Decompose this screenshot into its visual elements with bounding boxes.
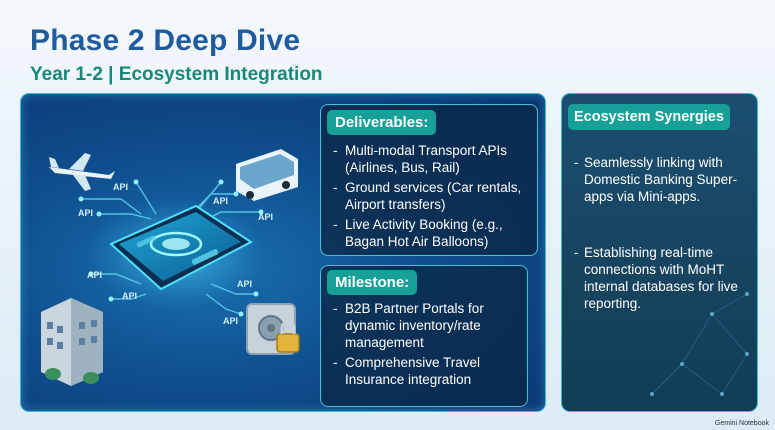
- page-title: Phase 2 Deep Dive: [30, 24, 301, 57]
- list-item: B2B Partner Portals for dynamic inventor…: [333, 300, 523, 351]
- api-label: API: [78, 208, 94, 218]
- list-item: Ground services (Car rentals, Airport tr…: [333, 179, 533, 213]
- synergies-panel: Ecosystem Synergies Seamlessly linking w…: [561, 93, 758, 412]
- list-item: Live Activity Booking (e.g., Bagan Hot A…: [333, 216, 533, 250]
- synergy-item: Seamlessly linking with Domestic Banking…: [574, 154, 757, 205]
- api-label: API: [258, 212, 274, 222]
- deliverables-card: Deliverables: Multi-modal Transport APIs…: [320, 104, 538, 256]
- smartphone-icon: [109, 204, 253, 291]
- api-illustration: [41, 149, 300, 386]
- milestone-heading: Milestone:: [327, 270, 418, 295]
- vault-lock-icon: [246, 303, 300, 355]
- bus-icon: [236, 149, 298, 201]
- watermark: Gemini Notebook: [714, 420, 769, 427]
- page-subtitle: Year 1-2 | Ecosystem Integration: [30, 64, 323, 85]
- list-item: Comprehensive Travel Insurance integrati…: [333, 354, 523, 388]
- main-panel: API API API API API API API API Delivera…: [20, 93, 546, 412]
- api-label: API: [87, 270, 103, 280]
- airplane-icon: [49, 153, 115, 191]
- list-item: Multi-modal Transport APIs (Airlines, Bu…: [333, 142, 533, 176]
- deliverables-list: Multi-modal Transport APIs (Airlines, Bu…: [333, 142, 533, 253]
- synergy-item: Establishing real-time connections with …: [574, 244, 757, 312]
- milestone-card: Milestone: B2B Partner Portals for dynam…: [320, 265, 528, 407]
- synergies-heading: Ecosystem Synergies: [568, 104, 730, 130]
- office-building-icon: [41, 298, 103, 386]
- milestone-list: B2B Partner Portals for dynamic inventor…: [333, 300, 523, 391]
- api-label: API: [237, 279, 253, 289]
- api-label: API: [223, 316, 239, 326]
- api-label: API: [213, 196, 229, 206]
- api-label: API: [122, 291, 138, 301]
- deliverables-heading: Deliverables:: [327, 110, 437, 135]
- api-label: API: [113, 182, 129, 192]
